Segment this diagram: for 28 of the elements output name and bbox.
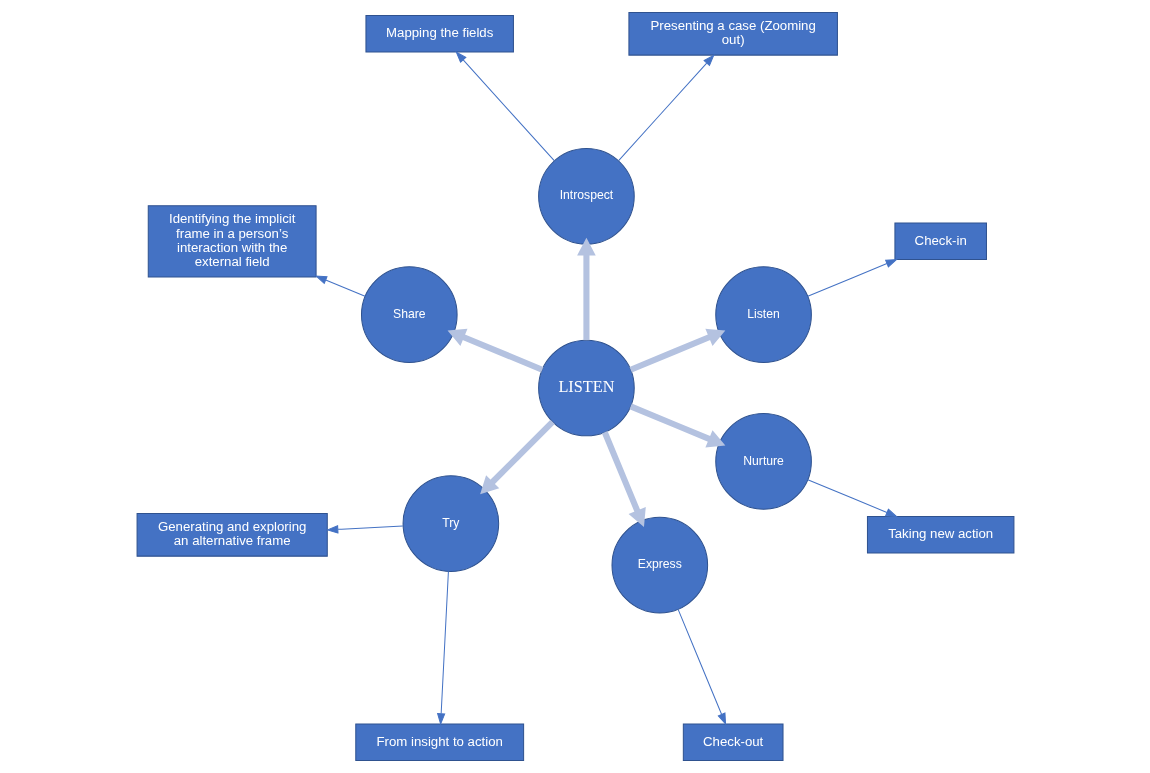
- node-box: Check-out: [682, 723, 784, 762]
- node-box: Check-in: [893, 222, 987, 261]
- arrow: [479, 419, 555, 495]
- arrow: [629, 403, 725, 448]
- node-circle: Nurture: [714, 413, 812, 510]
- arrow: [617, 54, 715, 162]
- node-circle: Share: [360, 266, 458, 363]
- arrow: [314, 275, 366, 297]
- node-circle: LISTEN: [537, 339, 635, 437]
- node-box: Generating and exploring an alternative frame: [136, 512, 328, 557]
- node-circle: Listen: [714, 266, 812, 363]
- node-box: Identifying the implicit frame in a person’s interaction with the external field: [147, 205, 317, 278]
- arrow: [454, 51, 555, 162]
- arrow: [806, 259, 898, 297]
- arrow: [677, 608, 726, 726]
- arrow: [576, 237, 596, 341]
- arrow: [436, 571, 449, 726]
- arrow: [806, 479, 898, 517]
- arrow: [601, 431, 646, 527]
- arrow: [447, 328, 543, 373]
- node-circle: Express: [611, 516, 708, 614]
- node-circle: Introspect: [537, 148, 635, 245]
- arrow: [629, 328, 725, 373]
- node-box: Taking new action: [866, 515, 1014, 554]
- node-box: Presenting a case (Zooming out): [627, 11, 838, 56]
- node-box: From insight to action: [354, 723, 524, 762]
- node-box: Mapping the fields: [364, 14, 514, 53]
- arrow: [325, 525, 403, 534]
